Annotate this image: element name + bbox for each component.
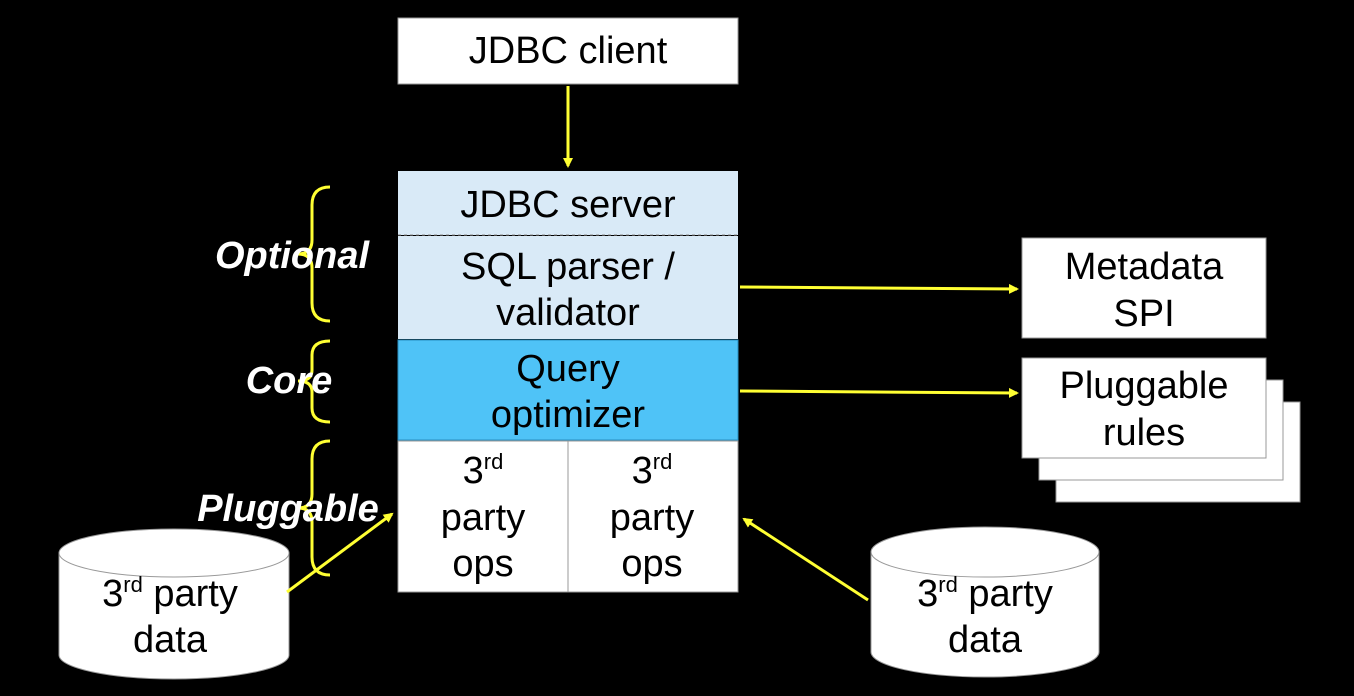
data-right-num: 3: [917, 573, 938, 615]
data-right-line2: data: [948, 619, 1023, 661]
ops-left-line3: ops: [452, 543, 513, 585]
sql-parser-node: SQL parser / validator: [398, 236, 738, 339]
ops-right-sup: rd: [653, 449, 673, 474]
data-left-sup: rd: [123, 572, 143, 597]
third-party-data-right: 3rd party data: [870, 526, 1100, 678]
optional-brace: [297, 185, 331, 323]
ops-right-line2: party: [610, 497, 694, 539]
query-optimizer-label-line1: Query: [516, 348, 619, 390]
data-right-sup: rd: [938, 572, 958, 597]
data-left-rest: party: [143, 573, 238, 615]
jdbc-server-label: JDBC server: [460, 184, 676, 226]
svg-text:3rd: 3rd: [463, 449, 504, 492]
metadata-label-line1: Metadata: [1065, 246, 1224, 288]
ops-right-num: 3: [632, 450, 653, 492]
svg-text:3rd party: 3rd party: [917, 572, 1053, 615]
arrow-optimizer-to-rules: [739, 387, 1019, 398]
pluggable-rules-node: Pluggable rules: [1021, 357, 1301, 503]
pluggable-brace: [297, 439, 331, 577]
svg-text:3rd party: 3rd party: [102, 572, 238, 615]
metadata-label-line2: SPI: [1113, 293, 1174, 335]
jdbc-server-node: JDBC server: [398, 171, 738, 235]
sql-parser-label-line1: SQL parser /: [461, 246, 675, 288]
arrow-data-left-to-ops: [286, 512, 394, 594]
core-brace: [297, 339, 331, 424]
jdbc-client-node: JDBC client: [397, 17, 739, 85]
third-party-data-left: 3rd party data: [58, 528, 290, 680]
third-party-ops-container: [397, 440, 739, 593]
query-optimizer-node: Query optimizer: [397, 339, 739, 441]
jdbc-client-label: JDBC client: [469, 30, 668, 72]
third-party-ops-left: 3rd party ops: [441, 449, 525, 585]
ops-right-line3: ops: [621, 543, 682, 585]
optional-label: Optional: [215, 235, 371, 277]
query-optimizer-label-line2: optimizer: [491, 394, 645, 436]
arrow-parser-to-metadata: [739, 283, 1019, 294]
ops-left-num: 3: [463, 450, 484, 492]
ops-left-sup: rd: [484, 449, 504, 474]
pluggable-label: Pluggable: [197, 488, 379, 530]
data-left-num: 3: [102, 573, 123, 615]
ops-left-line2: party: [441, 497, 525, 539]
metadata-spi-node: Metadata SPI: [1021, 237, 1267, 339]
third-party-ops-right: 3rd party ops: [610, 449, 694, 585]
rules-label-line1: Pluggable: [1059, 365, 1228, 407]
data-left-line2: data: [133, 619, 208, 661]
svg-text:3rd: 3rd: [632, 449, 673, 492]
data-right-rest: party: [958, 573, 1053, 615]
sql-parser-label-line2: validator: [496, 292, 640, 334]
rules-label-line2: rules: [1103, 412, 1185, 454]
arrow-data-right-to-ops: [742, 517, 869, 602]
core-label: Core: [246, 360, 333, 402]
